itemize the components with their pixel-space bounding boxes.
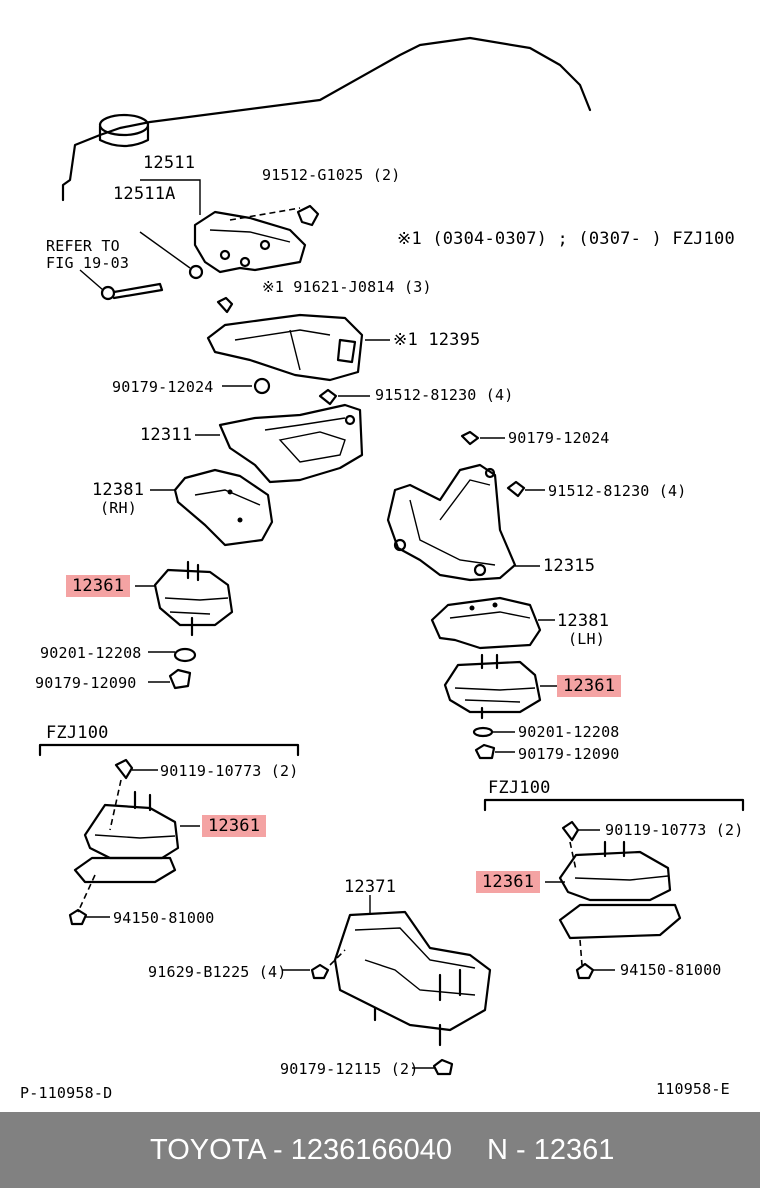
part-label: 90179-12024 <box>508 429 610 447</box>
part-label: (LH) <box>568 630 605 648</box>
highlighted-part-label: 12361 <box>66 575 131 597</box>
engine-mount-12361-b <box>443 653 560 720</box>
part-label: 90179-12024 <box>112 378 214 396</box>
insulator-12381-rh <box>150 468 274 547</box>
figure-code: 110958-E <box>656 1080 730 1098</box>
part-label: 12511A <box>113 184 176 204</box>
bracket-12315 <box>386 430 545 582</box>
part-label: 94150-81000 <box>113 909 215 927</box>
footer-part-number: TOYOTA - 1236166040 <box>150 1134 453 1166</box>
footer-bar: TOYOTA - 1236166040 N - 12361 <box>0 1112 760 1188</box>
part-label: 94150-81000 <box>620 961 722 979</box>
part-label: (RH) <box>100 499 137 517</box>
engine-mount-12361-a <box>135 560 234 637</box>
bracket-12511 <box>139 179 320 280</box>
part-label: ※1 91621-J0814 (3) <box>262 278 432 296</box>
group-label: FZJ100 <box>46 723 109 743</box>
parts-diagram <box>38 36 745 1076</box>
part-label: 90179-12090 <box>35 674 137 692</box>
engine-outline <box>61 36 592 202</box>
parts-drawing <box>38 36 745 1076</box>
part-label: 90119-10773 (2) <box>605 821 744 839</box>
reference-label: FIG 19-03 <box>46 254 130 272</box>
part-label: 12511 <box>143 153 196 173</box>
footer-part-name: N - 12361 <box>487 1134 615 1166</box>
highlighted-part-label: 12361 <box>202 815 267 837</box>
page-code: P-110958-D <box>20 1084 113 1102</box>
part-label: 91629-B1225 (4) <box>148 963 287 981</box>
fzj100-group-left <box>38 743 300 926</box>
part-label: 90179-12090 <box>518 745 620 763</box>
reference-label: REFER TO <box>46 237 120 255</box>
part-label: 91512-81230 (4) <box>548 482 687 500</box>
part-label: 90119-10773 (2) <box>160 762 299 780</box>
part-label: 90201-12208 <box>518 723 620 741</box>
part-label: 91512-G1025 (2) <box>262 166 401 184</box>
part-label: 12381 <box>92 480 145 500</box>
washer-90201 <box>173 647 197 663</box>
insulator-12381-lh <box>430 596 555 650</box>
part-label: 12311 <box>140 425 193 445</box>
group-label: FZJ100 <box>488 778 551 798</box>
part-label: 90201-12208 <box>40 644 142 662</box>
part-label: 90179-12115 (2) <box>280 1060 419 1078</box>
nut-90179 <box>253 377 271 395</box>
bolt-refer <box>79 269 164 301</box>
part-label: 12371 <box>344 877 397 897</box>
bracket-12311 <box>195 403 364 484</box>
highlighted-part-label: 12361 <box>557 675 622 697</box>
part-label: ※1 12395 <box>393 330 481 350</box>
nut-90179-12090 <box>168 668 192 690</box>
part-label: 12381 <box>557 611 610 631</box>
note-label: ※1 (0304-0307) ; (0307- ) FZJ100 <box>397 229 735 249</box>
highlighted-part-label: 12361 <box>476 871 541 893</box>
part-label: 91512-81230 (4) <box>375 386 514 404</box>
rear-mount-12371 <box>282 895 492 1076</box>
fzj100-group-right <box>483 798 745 980</box>
heat-shield-12395 <box>206 296 390 382</box>
part-label: 12315 <box>543 556 596 576</box>
